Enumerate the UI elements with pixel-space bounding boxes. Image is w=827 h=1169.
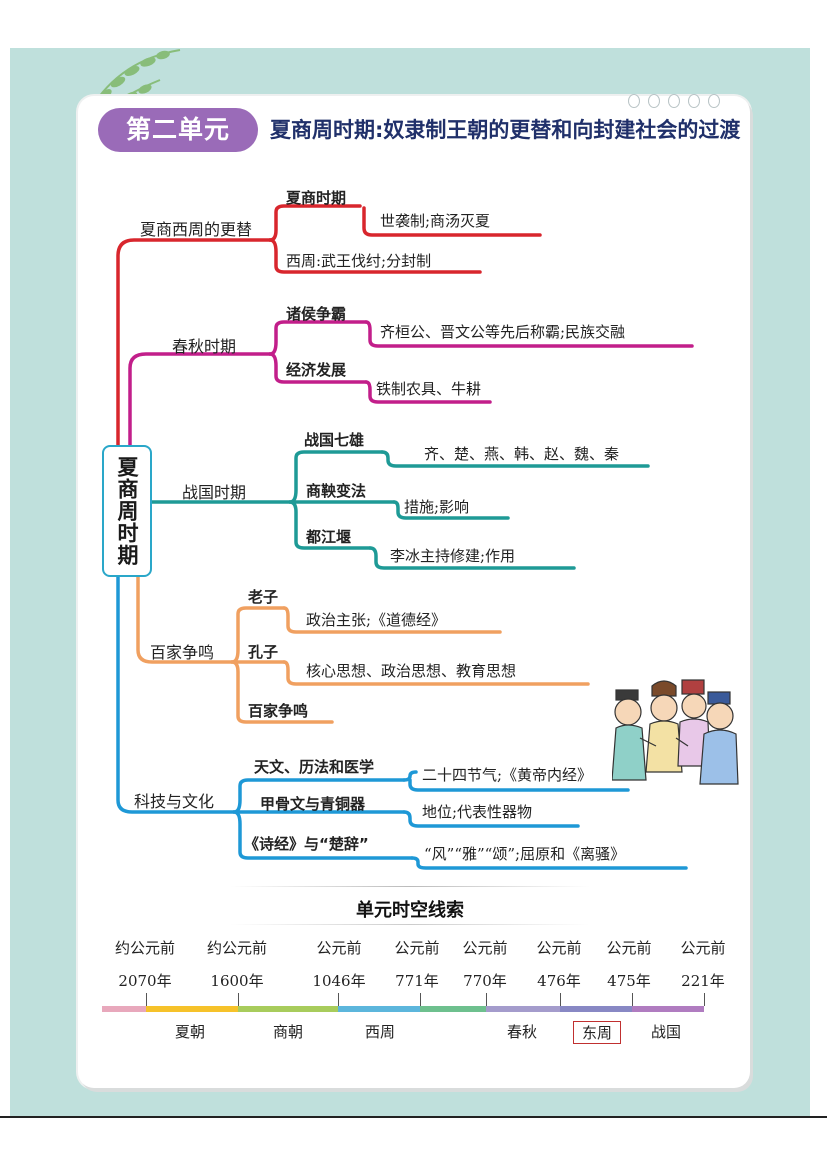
topic-detail: “风”“雅”“颂”;屈原和《离骚》 — [424, 845, 626, 863]
topic-title: 老子 — [248, 588, 279, 606]
mindmap-root-label: 夏商周时期 — [115, 456, 139, 566]
topic-detail: 措施;影响 — [404, 498, 470, 516]
timeline-mark-year: 771年 — [395, 972, 439, 990]
topic-title: 经济发展 — [286, 361, 347, 379]
timeline-mark-label: 公元前 — [462, 939, 508, 957]
timeline-era: 春秋 — [506, 1023, 537, 1041]
topic-title: 都江堰 — [306, 528, 352, 546]
timeline-era: 战国 — [650, 1023, 681, 1041]
branch-label-baijia: 百家争鸣 — [150, 643, 215, 662]
timeline-mark-label: 公元前 — [606, 939, 652, 957]
timeline-mark-label: 约公元前 — [114, 939, 175, 957]
binder-ring-icon — [648, 94, 660, 108]
timeline-mark-year: 475年 — [607, 972, 651, 990]
timeline-title: 单元时空线索 — [356, 900, 464, 921]
timeline-bar-segment — [632, 1006, 704, 1012]
timeline-tick — [238, 993, 239, 1006]
timeline-era-highlighted: 东周 — [573, 1021, 621, 1044]
timeline-mark-label: 公元前 — [680, 939, 726, 957]
timeline-mark-year: 476年 — [537, 972, 581, 990]
timeline-title-rule — [230, 924, 590, 925]
topic-title: 甲骨文与青铜器 — [260, 795, 366, 813]
timeline-mark-label: 公元前 — [394, 939, 440, 957]
unit-badge: 第二单元 — [98, 108, 258, 152]
binder-ring-icon — [688, 94, 700, 108]
binder-ring-icon — [668, 94, 680, 108]
timeline-era: 西周 — [364, 1023, 395, 1041]
topic-title: 夏商时期 — [286, 189, 347, 207]
timeline-mark-year: 1046年 — [312, 972, 366, 990]
timeline-mark-year: 2070年 — [118, 972, 172, 990]
topic-detail: 二十四节气;《黄帝内经》 — [422, 766, 593, 784]
timeline-tick — [146, 993, 147, 1006]
timeline-mark-label: 约公元前 — [206, 939, 267, 957]
branch-label-chunqiu: 春秋时期 — [172, 337, 237, 356]
timeline-era: 商朝 — [272, 1023, 303, 1041]
topic-detail: 地位;代表性器物 — [422, 803, 533, 821]
timeline-bar-segment — [102, 1006, 146, 1012]
timeline-bar-segment — [146, 1006, 238, 1012]
topic-title: 《诗经》与“楚辞” — [244, 835, 369, 853]
topic-detail: 齐、楚、燕、韩、赵、魏、秦 — [424, 445, 620, 463]
timeline-title-rule — [230, 886, 590, 887]
timeline-mark-year: 221年 — [681, 972, 725, 990]
timeline-tick — [486, 993, 487, 1006]
branch-label-keji-wenhua: 科技与文化 — [134, 792, 215, 811]
timeline-bar-segment — [238, 1006, 338, 1012]
topic-title: 西周:武王伐纣;分封制 — [286, 252, 432, 270]
timeline-bar-segment — [486, 1006, 560, 1012]
topic-detail: 核心思想、政治思想、教育思想 — [306, 662, 517, 680]
timeline-bar-segment — [338, 1006, 420, 1012]
topic-title: 战国七雄 — [304, 431, 365, 449]
timeline-mark-label: 公元前 — [536, 939, 582, 957]
topic-title: 孔子 — [248, 643, 279, 661]
topic-detail: 铁制农具、牛耕 — [376, 380, 482, 398]
timeline-mark-year: 770年 — [463, 972, 507, 990]
timeline-tick — [560, 993, 561, 1006]
mindmap-root: 夏商周时期 — [102, 445, 152, 577]
binder-ring-icon — [708, 94, 720, 108]
scholars-icon — [612, 679, 739, 785]
timeline-mark-label: 公元前 — [316, 939, 362, 957]
timeline-tick — [420, 993, 421, 1006]
topic-title: 百家争鸣 — [248, 702, 309, 720]
timeline-bar-segment — [560, 1006, 632, 1012]
topic-detail: 齐桓公、晋文公等先后称霸;民族交融 — [380, 323, 626, 341]
timeline-tick — [704, 993, 705, 1006]
topic-title: 商鞅变法 — [306, 482, 367, 500]
branch-label-zhanguo: 战国时期 — [182, 483, 247, 502]
timeline-bar-segment — [420, 1006, 486, 1012]
timeline-mark-year: 1600年 — [210, 972, 264, 990]
topic-detail: 李冰主持修建;作用 — [390, 547, 516, 565]
unit-title: 夏商周时期:奴隶制王朝的更替和向封建社会的过渡 — [270, 118, 741, 142]
page-bottom-rule — [0, 1116, 827, 1118]
topic-title: 诸侯争霸 — [286, 305, 347, 323]
timeline-tick — [632, 993, 633, 1006]
topic-detail: 世袭制;商汤灭夏 — [380, 212, 491, 230]
topic-detail: 政治主张;《道德经》 — [306, 611, 447, 629]
timeline-tick — [338, 993, 339, 1006]
timeline-era: 夏朝 — [174, 1023, 205, 1041]
binder-ring-icon — [628, 94, 640, 108]
branch-label-xia-shang-zhou: 夏商西周的更替 — [140, 220, 253, 239]
content-card — [78, 96, 750, 1088]
topic-title: 天文、历法和医学 — [254, 758, 375, 776]
